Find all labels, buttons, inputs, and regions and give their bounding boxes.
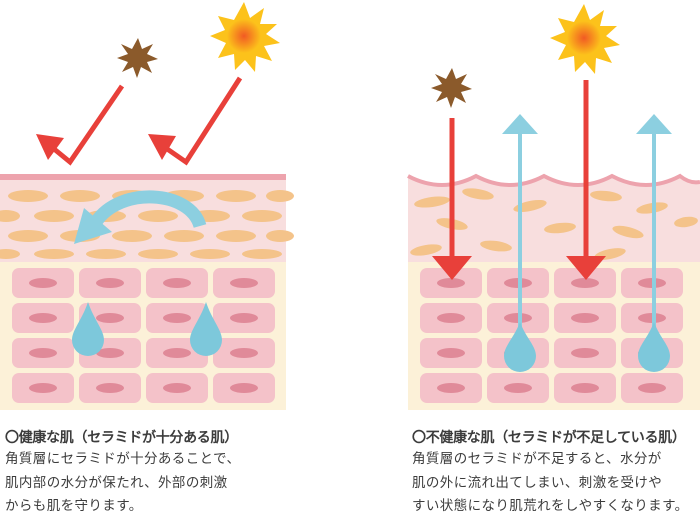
moisture-arrowhead	[74, 208, 112, 244]
cell-nucleus	[96, 348, 124, 358]
cell-nucleus	[437, 278, 465, 288]
cell-nucleus	[571, 313, 599, 323]
cell-nucleus	[638, 383, 666, 393]
sun-icon	[210, 2, 280, 72]
unhealthy-skin-caption: 〇不健康な肌（セラミドが不足している肌） 角質層のセラミドが不足すると、水分が …	[412, 428, 700, 519]
cell-nucleus	[163, 278, 191, 288]
irritant-icon	[117, 38, 158, 78]
cell-nucleus	[163, 348, 191, 358]
sparse-ceramide-layer	[410, 188, 698, 260]
caption-heading: 〇不健康な肌（セラミドが不足している肌）	[412, 430, 686, 446]
caption-line: 肌の外に流れ出てしまい、刺激を受けや	[412, 474, 663, 491]
skin-cells	[12, 268, 275, 403]
cell-nucleus	[29, 313, 57, 323]
penetrating-irritant-arrow	[432, 118, 472, 280]
cell-nucleus	[29, 383, 57, 393]
sun-icon	[550, 4, 620, 74]
water-drop-icon	[72, 302, 104, 356]
reflected-irritant-arrow	[36, 84, 125, 166]
cell-nucleus	[230, 278, 258, 288]
healthy-skin-panel	[0, 2, 294, 410]
healthy-skin-caption: 〇健康な肌（セラミドが十分ある肌） 角質層にセラミドが十分あることで、 肌内部の…	[5, 428, 305, 519]
caption-line: からも肌を守ります。	[5, 498, 143, 514]
cell-nucleus	[504, 383, 532, 393]
water-drop-icon	[504, 322, 536, 372]
cell-nucleus	[230, 313, 258, 323]
cell-nucleus	[230, 383, 258, 393]
cell-nucleus	[29, 348, 57, 358]
cell-nucleus	[163, 313, 191, 323]
water-drop-icon	[190, 302, 222, 356]
cell-nucleus	[571, 278, 599, 288]
caption-line: 肌内部の水分が保たれ、外部の刺激	[5, 474, 228, 491]
caption-line: 角質層のセラミドが不足すると、水分が	[412, 451, 662, 467]
rough-skin-surface-line	[407, 173, 700, 187]
caption-line: すい状態になり肌荒れをしやすくなります。	[412, 498, 689, 514]
cell-nucleus	[29, 278, 57, 288]
cell-nucleus	[571, 383, 599, 393]
reflected-uv-arrow	[148, 76, 243, 166]
cell-nucleus	[96, 313, 124, 323]
skin-comparison-illustration	[0, 2, 700, 410]
water-drop-icon	[638, 322, 670, 372]
cell-nucleus	[96, 278, 124, 288]
unhealthy-skin-panel	[407, 4, 700, 410]
caption-heading: 〇健康な肌（セラミドが十分ある肌）	[5, 430, 238, 446]
cell-nucleus	[437, 348, 465, 358]
water-loss-arrow	[502, 114, 538, 330]
cell-nucleus	[96, 383, 124, 393]
cell-nucleus	[437, 313, 465, 323]
irritant-icon	[431, 68, 472, 108]
cell-nucleus	[230, 348, 258, 358]
cell-nucleus	[437, 383, 465, 393]
skin-surface-line	[0, 174, 286, 180]
caption-line: 角質層にセラミドが十分あることで、	[5, 451, 241, 467]
cell-nucleus	[163, 383, 191, 393]
penetrating-uv-arrow	[566, 80, 606, 280]
water-loss-arrow	[636, 114, 672, 330]
cell-nucleus	[571, 348, 599, 358]
moisture-retention-arrow	[90, 190, 207, 229]
